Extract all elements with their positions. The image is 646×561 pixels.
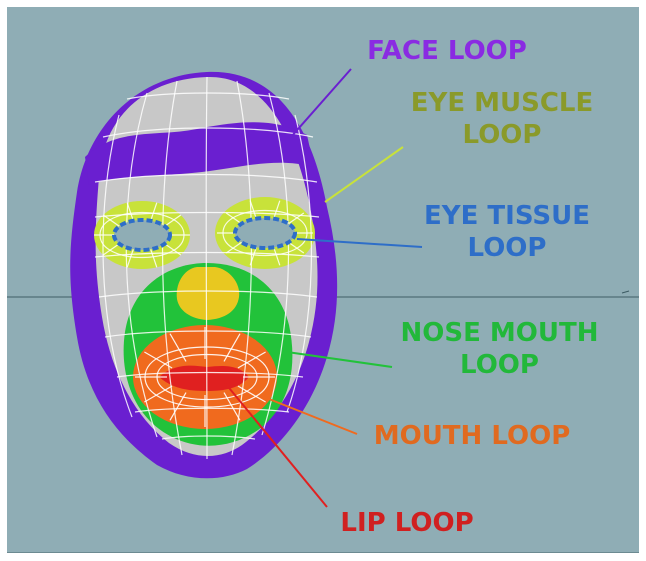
leader-line-eye-muscle-loop bbox=[325, 147, 403, 202]
eye-tissue-loop-left bbox=[114, 220, 170, 250]
eye-tissue-loop-right bbox=[235, 218, 295, 248]
label-eye-muscle-loop: EYE MUSCLE LOOP bbox=[387, 87, 617, 151]
label-lip-loop: LIP LOOP bbox=[322, 507, 492, 539]
viewport-background: FACE LOOP EYE MUSCLE LOOP EYE TISSUE LOO… bbox=[7, 7, 639, 553]
label-eye-muscle-loop-line1: EYE MUSCLE bbox=[387, 87, 617, 119]
viewport-tick bbox=[622, 291, 629, 293]
leader-line-face-loop bbox=[291, 69, 351, 137]
label-eye-muscle-loop-line2: LOOP bbox=[387, 119, 617, 151]
label-lip-loop-text: LIP LOOP bbox=[340, 508, 473, 538]
label-face-loop-text: FACE LOOP bbox=[367, 36, 527, 66]
label-mouth-loop: MOUTH LOOP bbox=[352, 420, 592, 452]
label-nose-mouth-loop-line2: LOOP bbox=[377, 349, 622, 381]
label-mouth-loop-text: MOUTH LOOP bbox=[374, 421, 571, 451]
label-nose-mouth-loop-line1: NOSE MOUTH bbox=[377, 317, 622, 349]
label-eye-tissue-loop-line1: EYE TISSUE bbox=[397, 200, 617, 232]
label-nose-mouth-loop: NOSE MOUTH LOOP bbox=[377, 317, 622, 381]
label-eye-tissue-loop: EYE TISSUE LOOP bbox=[397, 200, 617, 264]
label-eye-tissue-loop-line2: LOOP bbox=[397, 232, 617, 264]
nose-region bbox=[177, 267, 240, 320]
label-face-loop: FACE LOOP bbox=[337, 35, 557, 67]
